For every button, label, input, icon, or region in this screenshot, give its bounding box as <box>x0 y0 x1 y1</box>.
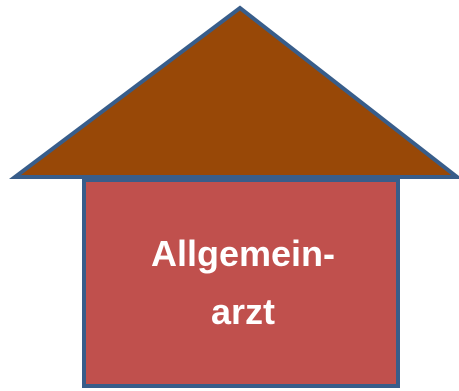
house-roof <box>9 5 459 179</box>
house-label-line-2: arzt <box>210 291 276 332</box>
house-label-line-1: Allgemein- <box>150 233 336 274</box>
house-label: Allgemein- arzt <box>82 180 398 386</box>
house-wall <box>82 178 400 388</box>
